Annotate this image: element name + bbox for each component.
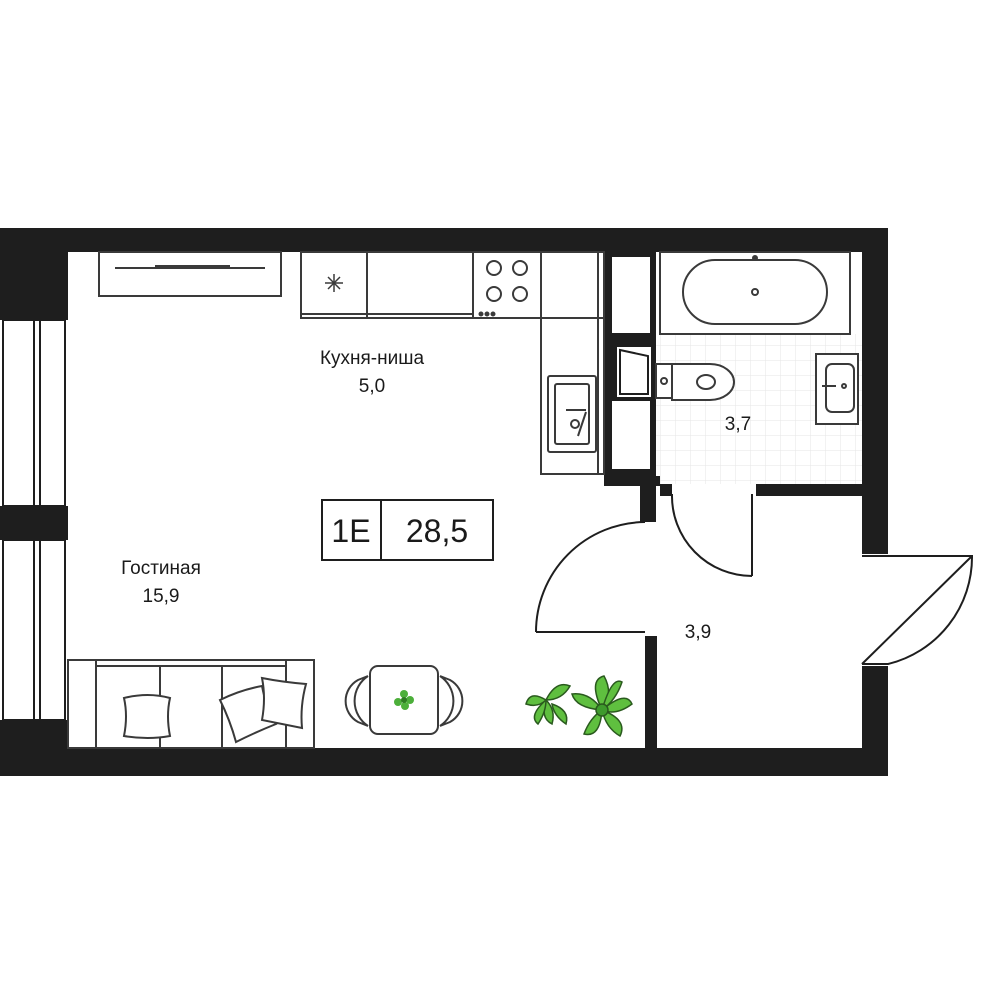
kitchen-area: 5,0	[359, 376, 385, 397]
chair-icon	[344, 675, 464, 727]
hallway-area: 3,9	[685, 622, 711, 643]
stove-icon	[478, 260, 528, 317]
living-name: Гостиная	[121, 558, 201, 579]
unit-badge: 1E 28,5	[321, 499, 494, 561]
door-bathroom	[670, 493, 753, 577]
plant-icon	[394, 690, 414, 710]
unit-total-area: 28,5	[406, 513, 468, 549]
living-area: 15,9	[143, 586, 180, 607]
door-living	[535, 521, 646, 633]
bathtub-icon	[659, 251, 851, 335]
pillow-icon	[122, 676, 308, 744]
boiler-niche	[615, 345, 653, 399]
washbasin-icon	[815, 353, 859, 425]
toilet-icon	[655, 363, 735, 401]
snowflake-icon	[325, 274, 343, 292]
window-left-upper	[2, 319, 66, 507]
walls	[0, 228, 888, 776]
plant-icon	[525, 683, 572, 726]
door-entrance	[861, 555, 974, 665]
bathroom-area: 3,7	[725, 414, 751, 435]
partition-niches	[610, 255, 652, 471]
unit-type: 1E	[331, 513, 370, 549]
plant-icon	[571, 675, 633, 738]
kitchen-name: Кухня-ниша	[320, 348, 425, 369]
window-left-lower	[2, 539, 66, 721]
sink-icon	[547, 375, 597, 453]
